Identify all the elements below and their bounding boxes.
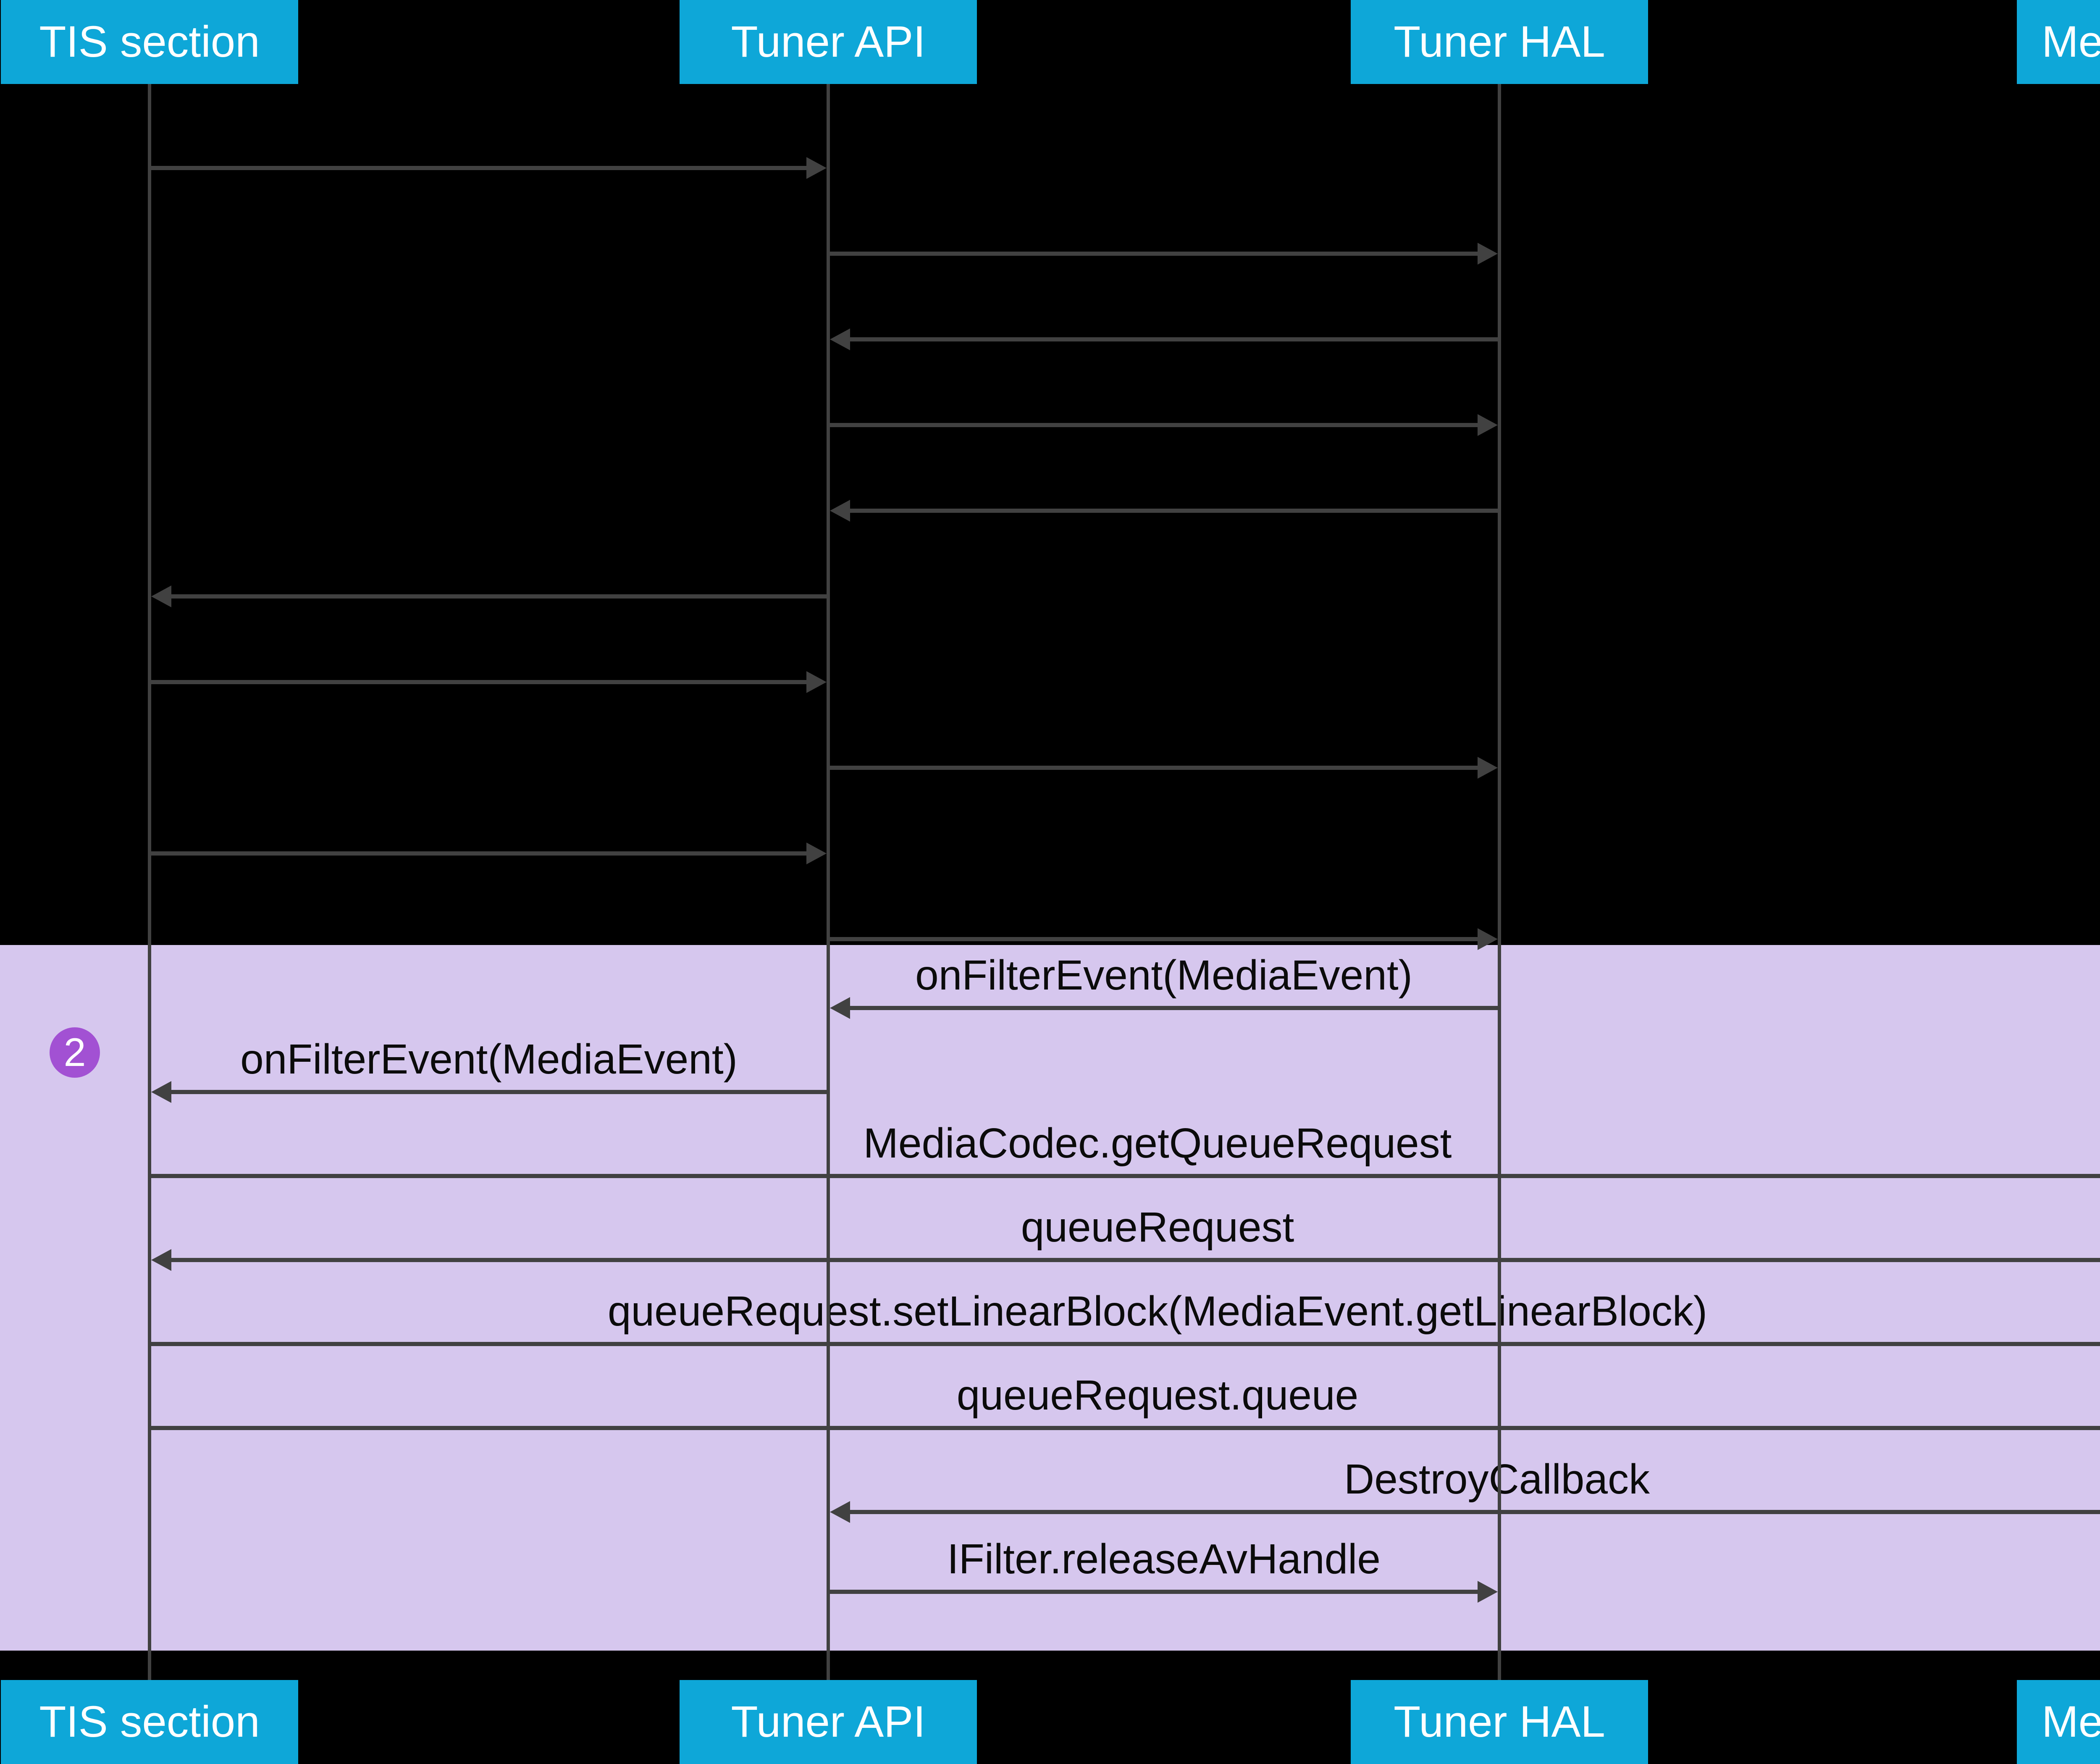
message-arrowhead bbox=[830, 500, 850, 522]
message-arrowhead bbox=[1478, 1581, 1498, 1603]
message-arrowhead bbox=[1478, 928, 1498, 950]
message-arrow bbox=[828, 1590, 1478, 1594]
actor-label-tuner-hal: Tuner HAL bbox=[1394, 17, 1605, 66]
message-arrowhead bbox=[806, 157, 827, 179]
step-badge: 2 bbox=[50, 1027, 100, 1078]
message-arrow bbox=[171, 1090, 828, 1094]
message-arrow bbox=[850, 1510, 2100, 1514]
message-label: IFilter.releaseAvHandle bbox=[947, 1536, 1381, 1583]
message-arrowhead bbox=[830, 997, 850, 1019]
message-arrow bbox=[150, 166, 806, 170]
message-arrow bbox=[828, 766, 1478, 770]
actor-label-tuner-hal: Tuner HAL bbox=[1394, 1697, 1605, 1746]
lifeline-tuner-api bbox=[827, 84, 830, 1680]
message-label: MediaCodec.getQueueRequest bbox=[863, 1120, 1452, 1167]
message-arrowhead bbox=[830, 1501, 850, 1523]
message-arrow bbox=[150, 1342, 2100, 1346]
message-arrow bbox=[850, 337, 1499, 341]
message-arrowhead bbox=[151, 1081, 171, 1103]
message-arrow bbox=[850, 1006, 1499, 1010]
actor-header-bottom-mediacodec: MediaCodec bbox=[2017, 1680, 2100, 1764]
message-label: onFilterEvent(MediaEvent) bbox=[915, 952, 1412, 999]
message-arrow bbox=[150, 1174, 2100, 1178]
message-arrow bbox=[150, 680, 806, 684]
message-arrowhead bbox=[1478, 243, 1498, 265]
actor-header-top-tuner-api: Tuner API bbox=[680, 0, 977, 84]
message-label: onFilterEvent(MediaEvent) bbox=[240, 1036, 738, 1083]
message-label: queueRequest.queue bbox=[956, 1372, 1359, 1419]
message-arrowhead bbox=[806, 843, 827, 864]
message-arrow bbox=[150, 1426, 2100, 1430]
lifeline-tuner-hal bbox=[1498, 84, 1501, 1680]
message-arrowhead bbox=[1478, 414, 1498, 436]
message-arrow bbox=[171, 594, 828, 598]
highlight-band bbox=[0, 945, 2100, 1651]
message-arrow bbox=[850, 509, 1499, 513]
message-arrowhead bbox=[806, 671, 827, 693]
actor-label-mediacodec: MediaCodec bbox=[2042, 17, 2100, 66]
message-arrowhead bbox=[151, 1249, 171, 1271]
actor-label-mediacodec: MediaCodec bbox=[2042, 1697, 2100, 1746]
lifeline-tis-section bbox=[148, 84, 151, 1680]
actor-label-tuner-api: Tuner API bbox=[731, 17, 926, 66]
message-label: queueRequest.setLinearBlock(MediaEvent.g… bbox=[607, 1288, 1708, 1335]
actor-header-top-tis-section: TIS section bbox=[1, 0, 298, 84]
message-arrow bbox=[150, 851, 806, 856]
message-arrowhead bbox=[830, 328, 850, 350]
actor-label-tuner-api: Tuner API bbox=[731, 1697, 926, 1746]
message-arrowhead bbox=[1478, 757, 1498, 779]
actor-header-top-mediacodec: MediaCodec bbox=[2017, 0, 2100, 84]
message-arrow bbox=[828, 423, 1478, 427]
message-arrow bbox=[828, 252, 1478, 256]
actor-header-bottom-tuner-hal: Tuner HAL bbox=[1351, 1680, 1648, 1764]
message-label: queueRequest bbox=[1021, 1204, 1294, 1251]
message-arrow bbox=[171, 1258, 2100, 1262]
actor-label-tis-section: TIS section bbox=[39, 1697, 260, 1746]
message-arrowhead bbox=[151, 585, 171, 607]
actor-header-bottom-tis-section: TIS section bbox=[1, 1680, 298, 1764]
step-badge-label: 2 bbox=[63, 1030, 86, 1075]
message-label: DestroyCallback bbox=[1344, 1456, 1650, 1503]
actor-label-tis-section: TIS section bbox=[39, 17, 260, 66]
actor-header-top-tuner-hal: Tuner HAL bbox=[1351, 0, 1648, 84]
message-arrow bbox=[828, 937, 1478, 941]
actor-header-bottom-tuner-api: Tuner API bbox=[680, 1680, 977, 1764]
